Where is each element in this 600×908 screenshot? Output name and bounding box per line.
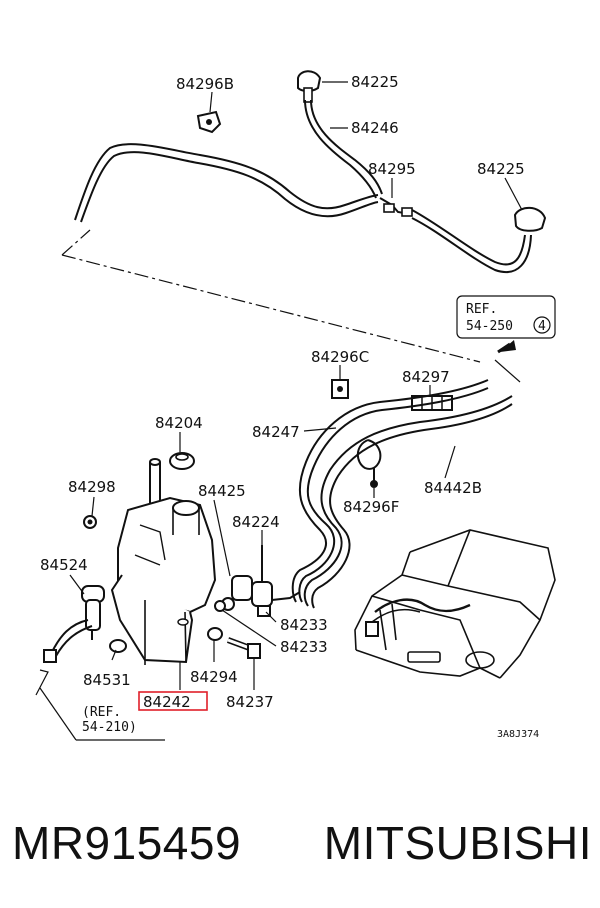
label-84442b: 84442B [424, 479, 482, 497]
washer-hose-84247 [291, 379, 513, 609]
label-84425: 84425 [198, 482, 246, 500]
diagram-code: 3A8J374 [497, 729, 539, 740]
label-84531: 84531 [83, 671, 131, 689]
grommet-84233-a [257, 605, 271, 617]
harness-wire [43, 619, 93, 663]
diagram-svg: REF. 54-250 4 [35, 70, 556, 741]
brand-name: MITSUBISHI [323, 817, 592, 869]
separator-dash-line [61, 229, 481, 363]
highlighted-part-84242: 84242 [138, 691, 208, 711]
ref-top-line1: REF. [466, 302, 497, 317]
grommet-84294 [207, 627, 223, 641]
label-84297: 84297 [402, 368, 450, 386]
label-84296c: 84296C [311, 348, 369, 366]
ref-top-line2: 54-250 [466, 319, 513, 334]
highlight-box [138, 691, 208, 711]
joint-84295 [379, 197, 413, 217]
cap-84204 [169, 452, 195, 470]
caption-bar: MR915459 MITSUBISHI [12, 808, 592, 878]
ref-arrow-icon [497, 340, 516, 354]
leader-lines-lower [69, 432, 277, 690]
washer-hose-84246 [304, 99, 383, 199]
label-84298: 84298 [68, 478, 116, 496]
motor-84524 [81, 585, 105, 640]
label-84225-left: 84225 [351, 73, 399, 91]
label-84296b: 84296B [176, 75, 234, 93]
vehicle-outline [354, 529, 556, 679]
label-84246: 84246 [351, 119, 399, 137]
grommet-84233-b [214, 600, 226, 612]
clip-84296f [356, 439, 382, 488]
label-84224: 84224 [232, 513, 280, 531]
vehicle-harness [365, 598, 471, 637]
label-84233-b: 84233 [280, 638, 328, 656]
level-sensor-84237 [226, 637, 261, 659]
label-84225-right: 84225 [477, 160, 525, 178]
washer-hose-right [411, 209, 532, 273]
clip-84296b [196, 110, 222, 134]
leader-lines-mid [303, 359, 521, 498]
leader-lines-top [209, 81, 523, 211]
label-84296f: 84296F [343, 498, 399, 516]
nozzle-84225-right [513, 206, 547, 232]
label-84295: 84295 [368, 160, 416, 178]
label-84204: 84204 [155, 414, 203, 432]
label-84233-a: 84233 [280, 616, 328, 634]
ref-box-top: REF. 54-250 4 [456, 295, 556, 339]
label-84294: 84294 [190, 668, 238, 686]
part-labels: 84296B 84225 84246 84295 84225 84296C 84… [40, 73, 525, 711]
ref-left-line1: (REF. [82, 705, 121, 720]
ref-top-circle-number: 4 [538, 319, 546, 334]
nozzle-84225-left [297, 70, 322, 103]
grommet-84531 [109, 639, 127, 653]
rear-washer-hose [74, 143, 379, 223]
grommet-84298 [83, 515, 97, 529]
part-number: MR915459 [12, 817, 242, 869]
reservoir-tank-84242 [110, 496, 217, 665]
pump-hose-84224 [261, 545, 301, 601]
ref-left-bracket [35, 669, 165, 741]
label-84247: 84247 [252, 423, 300, 441]
pump-84425 [221, 575, 273, 611]
label-84242: 84242 [143, 693, 191, 711]
clip-84296c [331, 379, 349, 399]
label-84524: 84524 [40, 556, 88, 574]
ref-left-line2: 54-210) [82, 720, 137, 735]
label-84237: 84237 [226, 693, 274, 711]
